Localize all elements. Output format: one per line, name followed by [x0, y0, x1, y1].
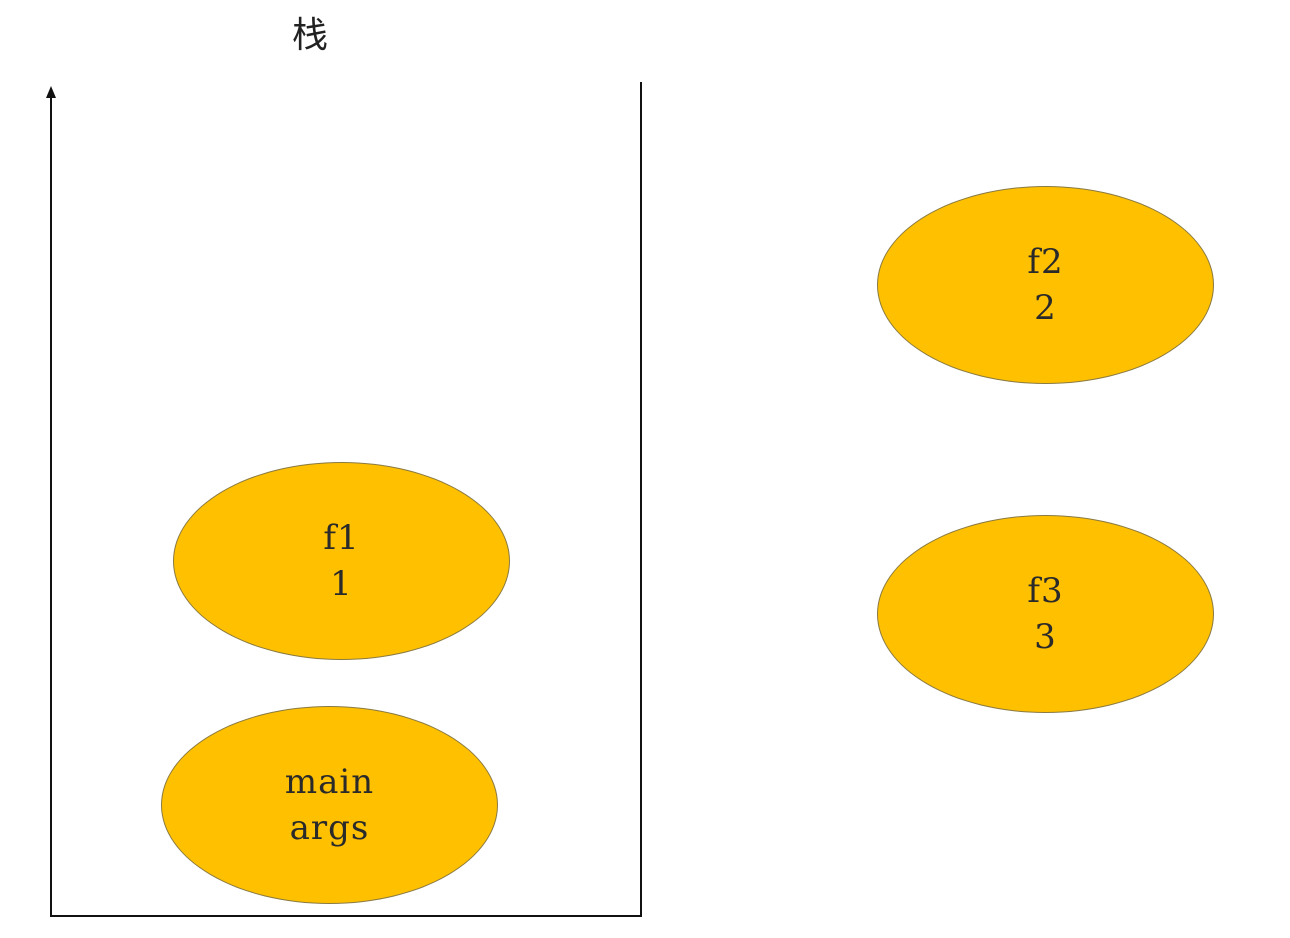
frame-method-name: f1: [323, 518, 360, 558]
frame-method-name: f2: [1027, 242, 1064, 282]
stack-frame-f1: f1 1: [173, 462, 510, 660]
stack-title: 栈: [291, 15, 328, 56]
frame-variable: 1: [330, 564, 353, 604]
frame-variable: 2: [1034, 288, 1057, 328]
frame-f3: f3 3: [877, 515, 1214, 713]
frame-variable: 3: [1034, 617, 1057, 657]
frame-method-name: main: [284, 762, 375, 802]
frame-variable: args: [289, 808, 370, 848]
stack-growth-arrowhead: [46, 86, 56, 98]
frame-method-name: f3: [1027, 571, 1064, 611]
frame-f2: f2 2: [877, 186, 1214, 384]
stack-frame-main: main args: [161, 706, 498, 904]
